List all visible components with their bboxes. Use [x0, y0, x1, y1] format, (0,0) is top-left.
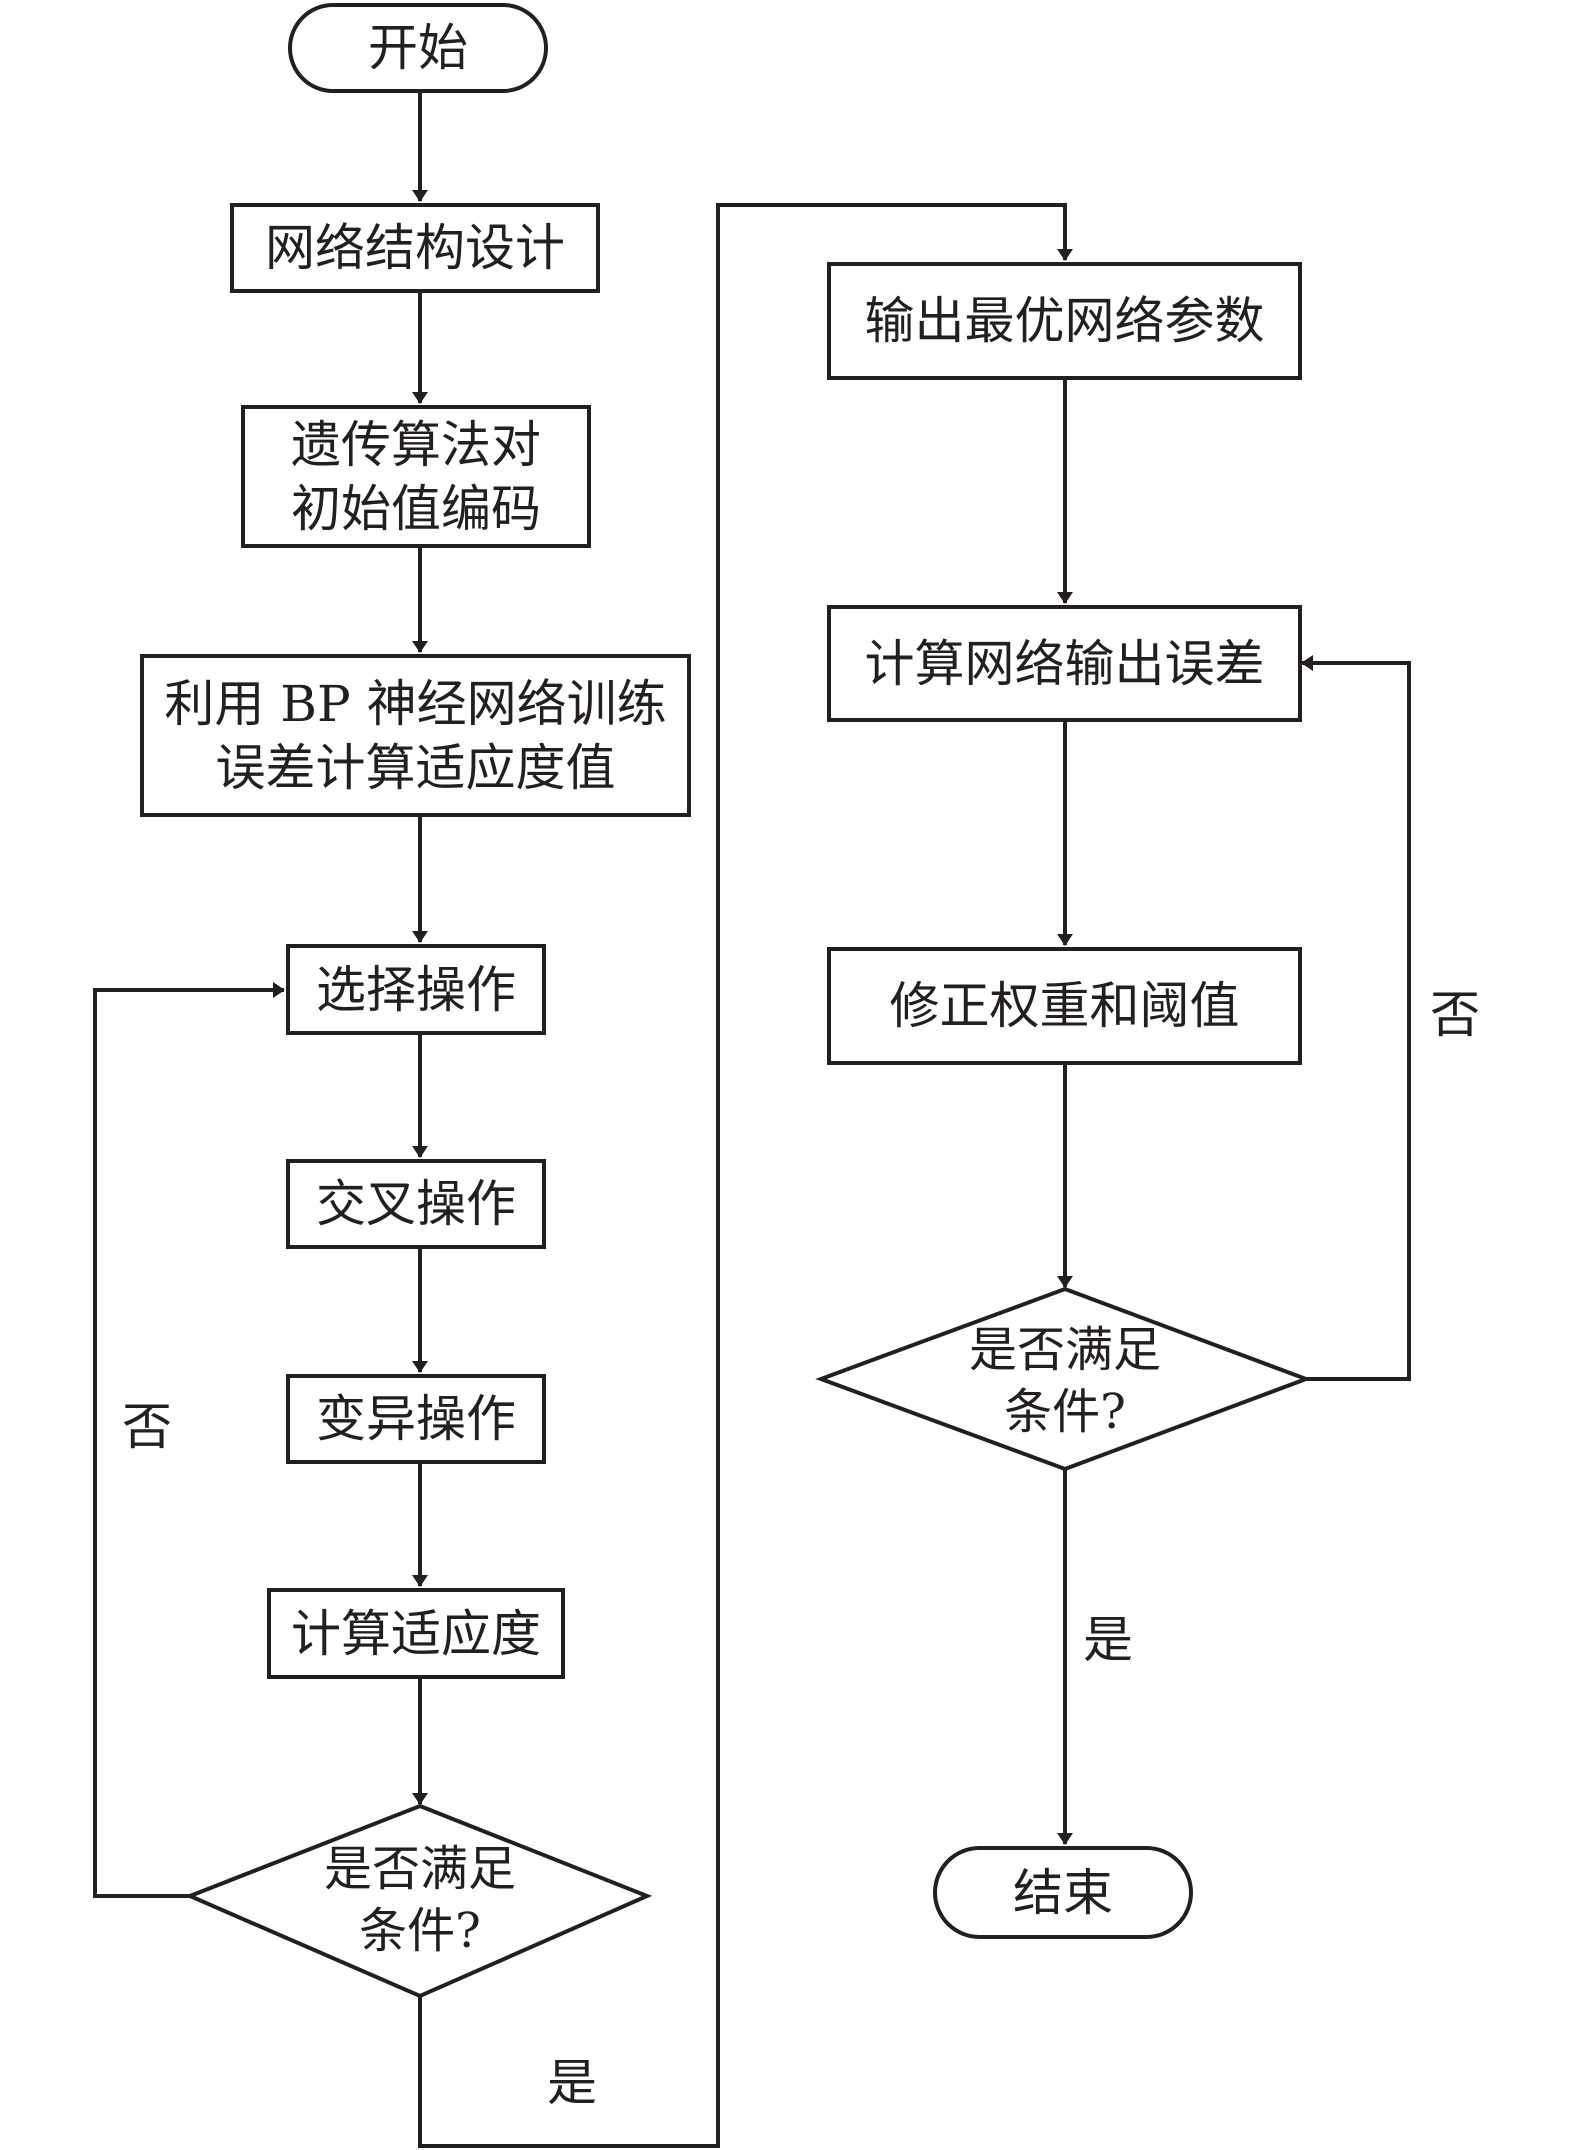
mutation-box: 变异操作 — [286, 1374, 546, 1464]
crossover-label: 交叉操作 — [316, 1175, 516, 1233]
decision2-no-label: 否 — [1430, 986, 1480, 1044]
output-params-label: 输出最优网络参数 — [864, 292, 1265, 350]
decision2-line2: 条件? — [1004, 1384, 1126, 1440]
decision1-yes-label: 是 — [547, 2054, 597, 2112]
selection-box: 选择操作 — [286, 944, 546, 1035]
start-terminal: 开始 — [288, 3, 548, 93]
path-decision1-yes — [418, 203, 1073, 2148]
start-label: 开始 — [368, 19, 468, 77]
calc-error-label: 计算网络输出误差 — [864, 634, 1265, 693]
adjust-weights-box: 修正权重和阈值 — [827, 947, 1302, 1065]
end-terminal: 结束 — [933, 1846, 1193, 1939]
network-design-box: 网络结构设计 — [230, 203, 600, 293]
decision2-line1: 是否满足 — [968, 1322, 1161, 1378]
mutation-label: 变异操作 — [316, 1390, 516, 1448]
loop-decision2-no — [1301, 655, 1411, 1381]
calc-fitness-box: 计算适应度 — [267, 1588, 565, 1679]
loop-decision1-no — [93, 982, 285, 1898]
ga-encode-line1: 遗传算法对 — [291, 415, 541, 474]
selection-label: 选择操作 — [316, 960, 516, 1019]
decision2-text: 是否满足 条件? — [935, 1319, 1195, 1443]
bp-fitness-line2: 误差计算适应度值 — [215, 738, 616, 797]
ga-encode-line2: 初始值编码 — [291, 479, 541, 538]
decision1-line2: 条件? — [359, 1903, 481, 1959]
network-design-label: 网络结构设计 — [265, 219, 565, 277]
calc-fitness-label: 计算适应度 — [291, 1604, 541, 1663]
calc-error-box: 计算网络输出误差 — [827, 605, 1302, 722]
ga-encode-box: 遗传算法对 初始值编码 — [241, 405, 591, 548]
end-label: 结束 — [1013, 1863, 1113, 1922]
adjust-weights-label: 修正权重和阈值 — [889, 977, 1240, 1035]
output-params-box: 输出最优网络参数 — [827, 262, 1302, 380]
decision2-diamond — [815, 1286, 1312, 1472]
decision2-yes-label: 是 — [1083, 1611, 1133, 1669]
bp-fitness-box: 利用 BP 神经网络训练 误差计算适应度值 — [140, 654, 691, 817]
decision1-diamond — [184, 1803, 653, 1999]
decision1-line1: 是否满足 — [323, 1841, 516, 1897]
bp-fitness-line1: 利用 BP 神经网络训练 — [164, 674, 667, 733]
decision1-no-label: 否 — [122, 1398, 172, 1456]
crossover-box: 交叉操作 — [286, 1159, 546, 1249]
decision1-text: 是否满足 条件? — [290, 1838, 550, 1962]
